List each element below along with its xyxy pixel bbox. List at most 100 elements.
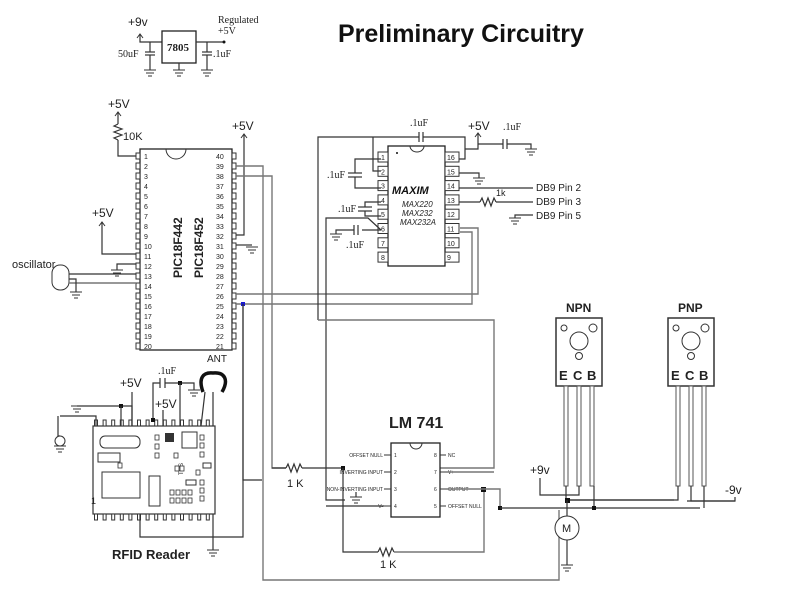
max-pin bbox=[444, 151, 460, 163]
pic-pin-number: 40 bbox=[216, 154, 224, 161]
transistor-pin-label: B bbox=[587, 368, 596, 383]
db9-pin2-label: DB9 Pin 2 bbox=[536, 183, 581, 194]
pic-pin bbox=[231, 312, 237, 320]
max-pin-number: 4 bbox=[381, 198, 385, 205]
pic-pin-number: 13 bbox=[144, 274, 152, 281]
max-pin-number: 16 bbox=[447, 155, 455, 162]
rfid-pin bbox=[171, 513, 176, 521]
transistor-type-label: NPN bbox=[566, 301, 591, 315]
pic-pin bbox=[231, 332, 237, 340]
motor-label: M bbox=[562, 523, 571, 535]
pic-pin bbox=[231, 322, 237, 330]
rfid-pin bbox=[180, 513, 184, 521]
plus9v-label: +9v bbox=[530, 463, 550, 477]
max-pin bbox=[377, 194, 389, 206]
max-part-220: MAX220 bbox=[402, 200, 433, 209]
max-pin bbox=[444, 165, 460, 177]
rfid-pin bbox=[205, 513, 210, 521]
rfid-pin1-mark: 1 bbox=[91, 496, 96, 506]
pic-pin-number: 12 bbox=[144, 264, 152, 271]
rfid-pin bbox=[197, 513, 202, 521]
pic-pin bbox=[231, 232, 237, 240]
max-pin-number: 9 bbox=[447, 255, 451, 262]
rfid-pin bbox=[119, 419, 124, 427]
oscillator bbox=[51, 264, 70, 291]
pic-pin-number: 18 bbox=[144, 324, 152, 331]
rfid-supply2-label: +5V bbox=[155, 397, 177, 411]
regulator-input-label: +9v bbox=[128, 15, 148, 29]
max-cap-6-label: .1uF bbox=[346, 240, 365, 251]
pic-pin-number: 10 bbox=[144, 244, 152, 251]
smd-component bbox=[199, 442, 205, 449]
maxim-logo: MAXIM bbox=[392, 185, 430, 197]
opamp-pin-name: V- bbox=[378, 504, 383, 510]
pic-pin bbox=[231, 172, 237, 180]
pic-pin bbox=[231, 282, 237, 290]
max-pin bbox=[377, 180, 389, 192]
opamp-pin-number: 8 bbox=[434, 453, 437, 459]
pic-pin-number: 28 bbox=[216, 274, 224, 281]
pic-pin-number: 37 bbox=[216, 184, 224, 191]
pic-pin bbox=[231, 182, 237, 190]
rfid-pin bbox=[119, 513, 124, 521]
pic-pin bbox=[135, 342, 141, 350]
max-pin bbox=[444, 223, 460, 234]
pic-pin-number: 33 bbox=[216, 224, 224, 231]
max-pin bbox=[377, 151, 389, 163]
smd-component bbox=[199, 479, 205, 486]
pic-pin bbox=[135, 172, 141, 180]
smd-component bbox=[181, 497, 187, 504]
rfid-pin bbox=[171, 419, 176, 427]
max-supply-cap-label: .1uF bbox=[503, 122, 522, 133]
max-pin-number: 10 bbox=[447, 241, 455, 248]
pic-pin-number: 22 bbox=[216, 334, 224, 341]
pic-pin-number: 34 bbox=[216, 214, 224, 221]
pic-pin-number: 25 bbox=[216, 304, 224, 311]
pic-pin-number: 32 bbox=[216, 234, 224, 241]
pic-pin bbox=[231, 162, 237, 170]
pic-pin-number: 24 bbox=[216, 314, 224, 321]
max-pin-number: 1 bbox=[381, 155, 385, 162]
max-pin-number: 14 bbox=[447, 184, 455, 191]
db9-pin3-label: DB9 Pin 3 bbox=[536, 197, 581, 208]
max-pin-number: 2 bbox=[381, 169, 385, 176]
pic-pin bbox=[135, 152, 141, 160]
pic-part-452: PIC18F452 bbox=[192, 217, 206, 278]
pic-pin bbox=[135, 162, 141, 170]
max-pin bbox=[377, 208, 389, 220]
max-resistor-label: 1k bbox=[496, 188, 506, 198]
pic-pin bbox=[135, 312, 141, 320]
pullup-resistor-label: 10K bbox=[123, 131, 143, 143]
max-pin-number: 6 bbox=[381, 227, 385, 234]
transistor-pin-label: B bbox=[699, 368, 708, 383]
rfid-pin bbox=[188, 513, 193, 521]
pic-pin bbox=[135, 332, 141, 340]
opamp-pin-number: 7 bbox=[434, 470, 437, 476]
regulator-output-voltage: +5V bbox=[218, 26, 237, 37]
opamp-pin-number: 6 bbox=[434, 487, 437, 493]
smd-component bbox=[154, 452, 160, 459]
pic-pin-number: 20 bbox=[144, 344, 152, 351]
smd-component bbox=[187, 497, 193, 504]
smd-component bbox=[199, 487, 205, 494]
smd-component bbox=[199, 434, 205, 441]
smd-component bbox=[195, 469, 201, 476]
max-pin-number: 7 bbox=[381, 241, 385, 248]
pic-pin-number: 2 bbox=[144, 164, 148, 171]
max-cap-4-5-label: .1uF bbox=[338, 204, 357, 215]
pic-pin-number: 6 bbox=[144, 204, 148, 211]
opamp-pin-name: NON-INVERTING INPUT bbox=[327, 487, 383, 493]
pic-pin bbox=[135, 202, 141, 210]
max-cap-1-3-label: .1uF bbox=[327, 170, 346, 181]
pic-pin bbox=[135, 182, 141, 190]
max-part-232a: MAX232A bbox=[400, 218, 436, 227]
regulator-input-cap: 50uF bbox=[118, 49, 139, 60]
diagram-title: Preliminary Circuitry bbox=[338, 20, 584, 48]
rfid-reader-label: RFID Reader bbox=[112, 547, 190, 562]
opamp-pin-number: 1 bbox=[394, 453, 397, 459]
transistor-pin-label: E bbox=[671, 368, 680, 383]
pic-pin bbox=[231, 242, 237, 250]
pic-pin bbox=[231, 222, 237, 230]
